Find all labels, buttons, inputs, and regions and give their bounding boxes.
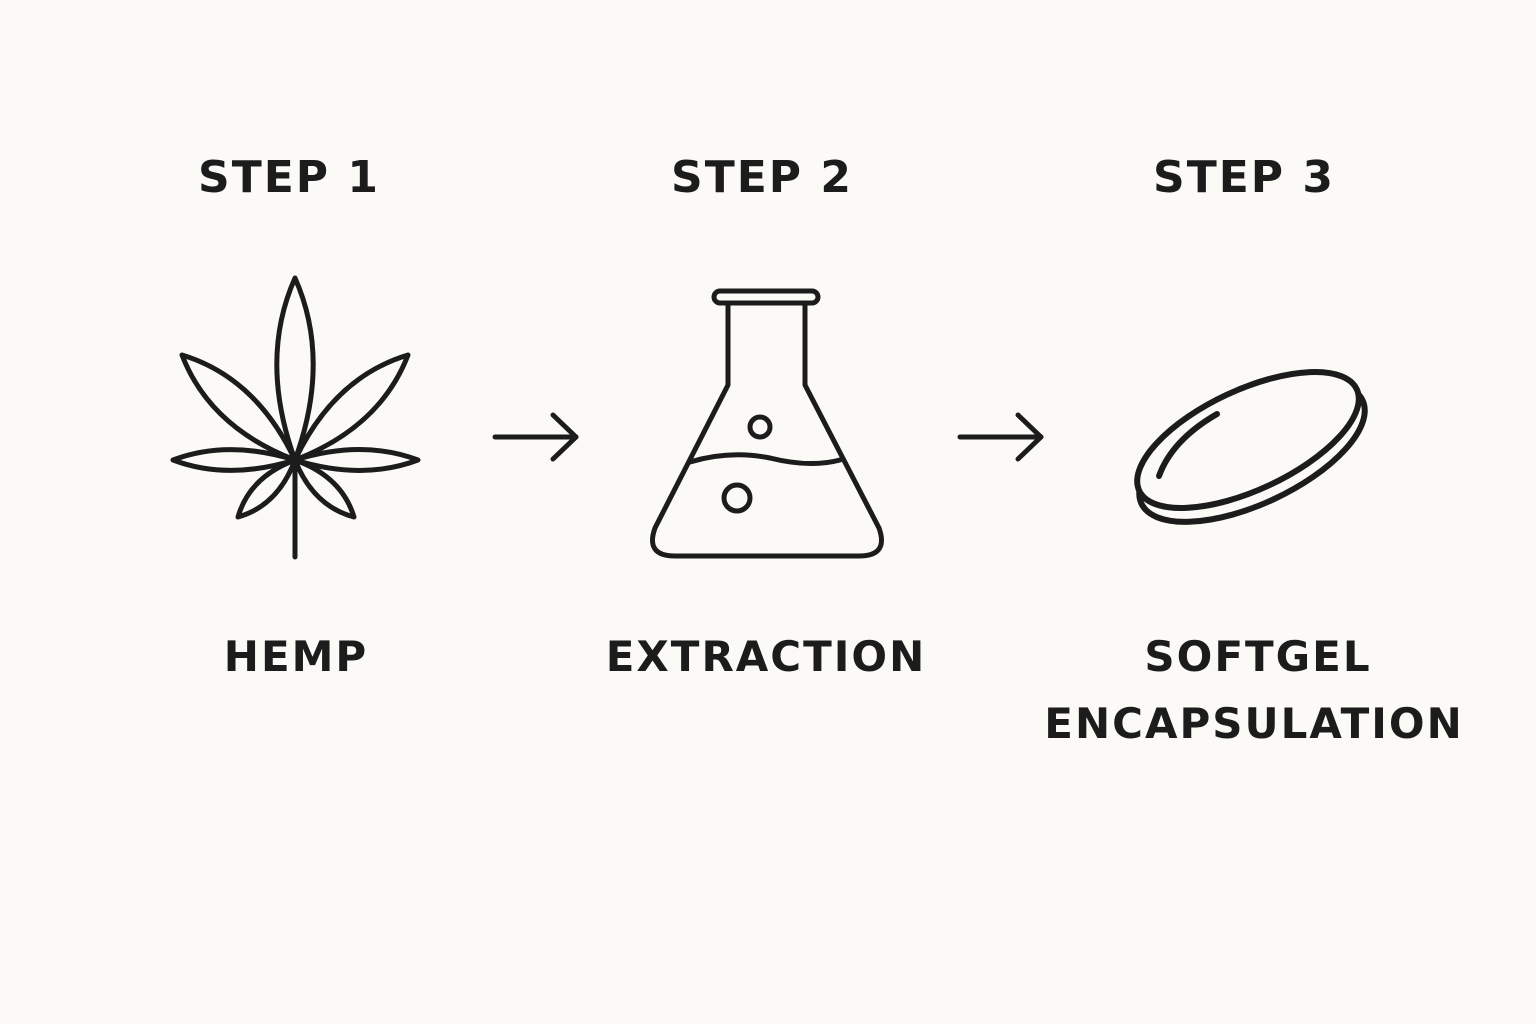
step-3-name-line2: ENCAPSULATION (1044, 699, 1464, 748)
step-3-name-line1: SOFTGEL (1144, 632, 1372, 681)
arrow-right-icon (492, 412, 579, 462)
leaf-petal (170, 447, 298, 473)
arrow-right-icon (957, 412, 1044, 462)
softgel-capsule-icon (1134, 368, 1368, 525)
capsule-highlight (1156, 411, 1220, 479)
leaf-petal (179, 352, 298, 463)
step-2-label: STEP 2 (671, 152, 853, 203)
leaf-petal (292, 447, 421, 473)
leaf-petal (235, 457, 298, 520)
step-1-name: HEMP (223, 632, 369, 681)
leaf-petal (274, 275, 316, 463)
bubble (721, 482, 753, 514)
hemp-leaf-icon (170, 275, 421, 560)
step-2-name: EXTRACTION (605, 632, 927, 681)
leaf-petal (292, 352, 411, 463)
step-1-label: STEP 1 (198, 152, 380, 203)
liquid-surface (687, 452, 843, 467)
leaf-petal (292, 457, 357, 520)
flask-icon (650, 288, 884, 559)
step-3-label: STEP 3 (1153, 152, 1335, 203)
bubble (747, 414, 773, 440)
